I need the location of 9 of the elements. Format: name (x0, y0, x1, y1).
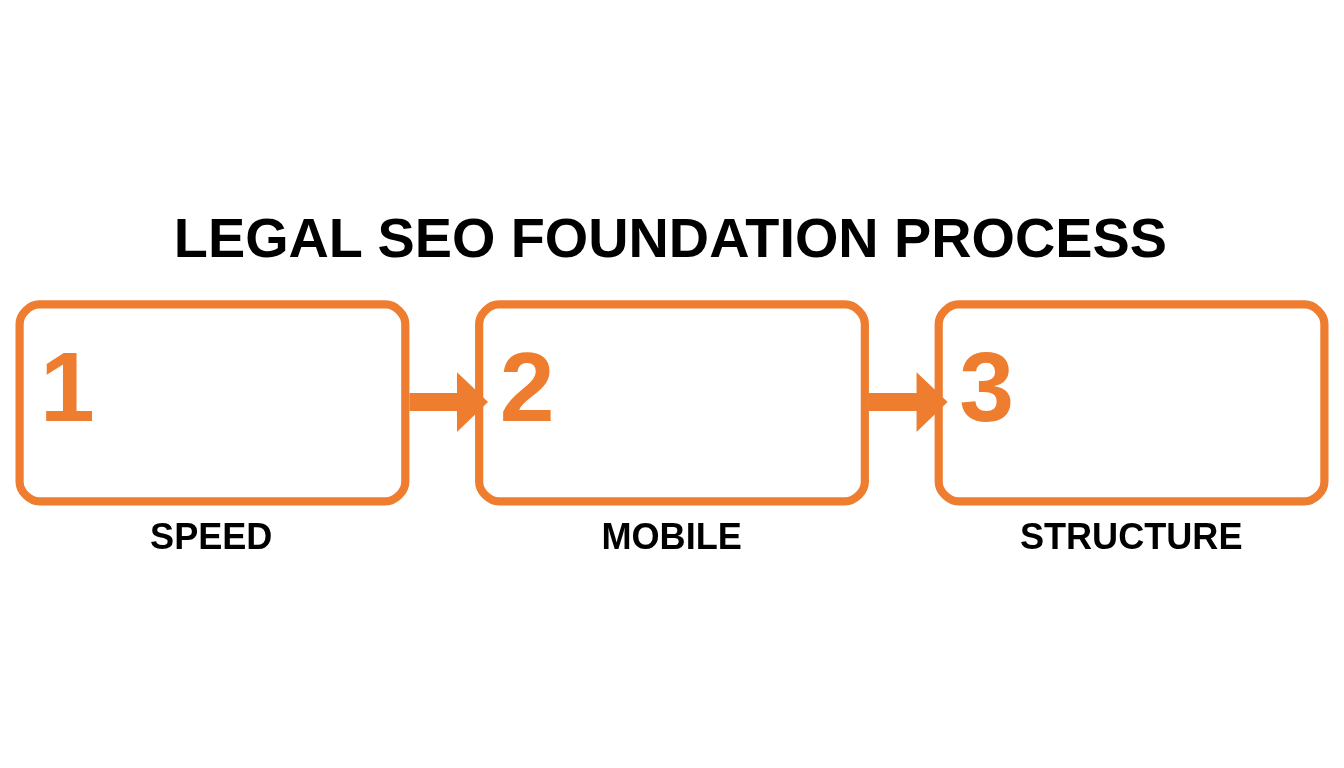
node-label: STRUCTURE (1019, 516, 1243, 558)
node-label: MOBILE (601, 516, 742, 558)
node-box: 2 (475, 300, 869, 506)
node-box: 3 (934, 300, 1329, 506)
diagram-title: LEGAL SEO FOUNDATION PROCESS (173, 206, 1167, 270)
node-box: 1 (15, 300, 410, 506)
node-label: SPEED (150, 516, 273, 558)
arrow (409, 372, 489, 432)
arrow (868, 372, 948, 432)
